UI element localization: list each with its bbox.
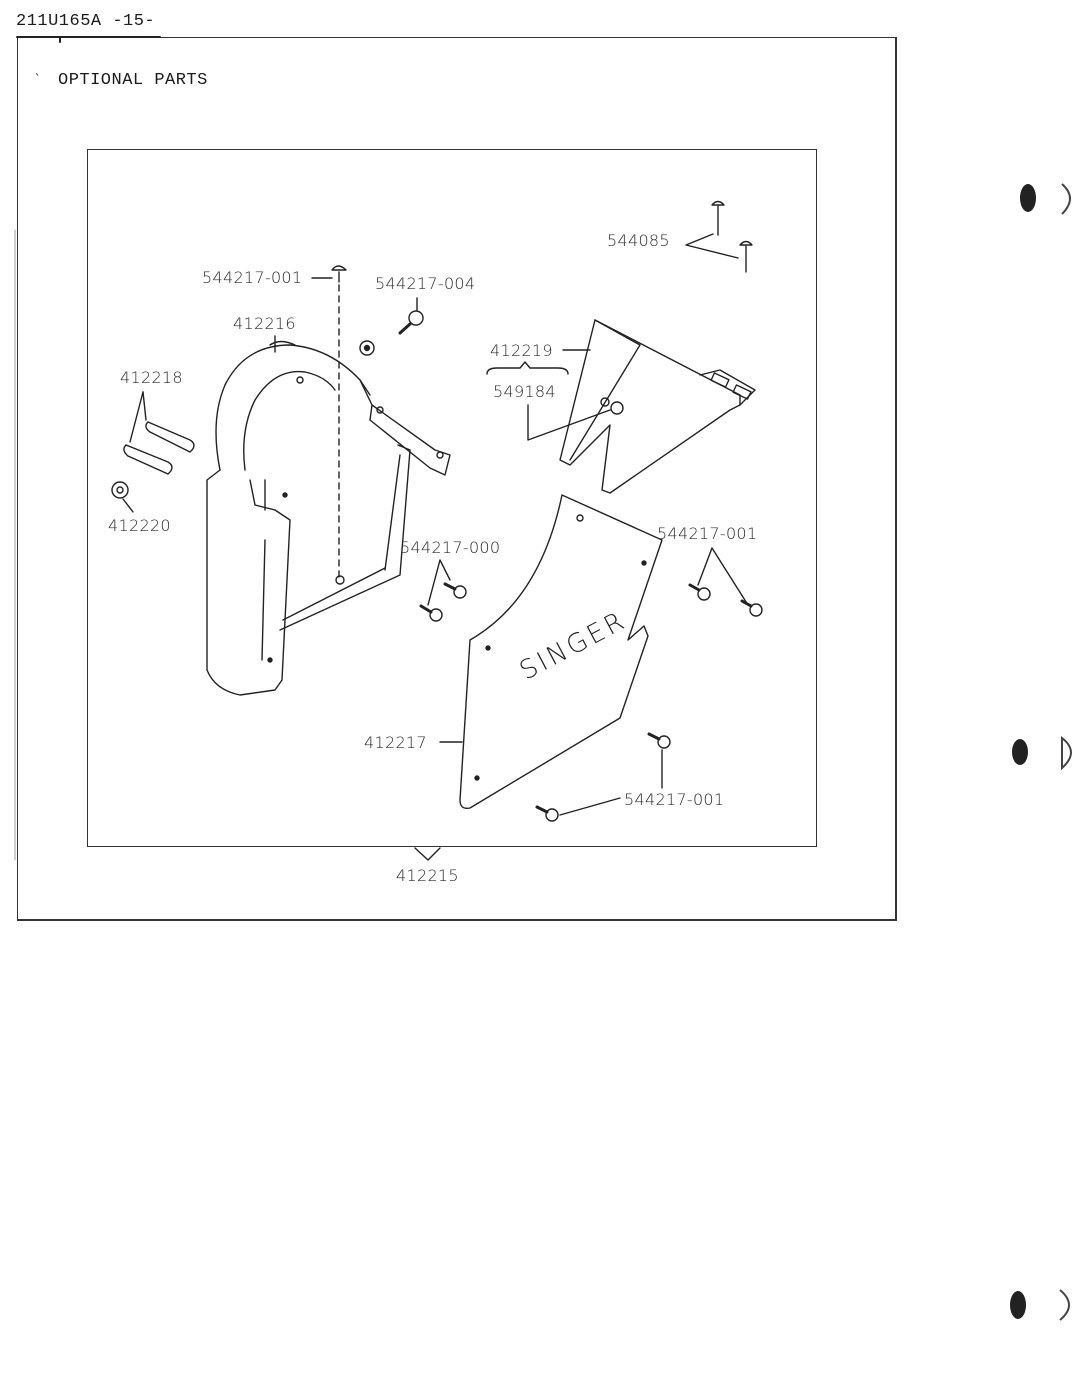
part-label-412217: 412217 (364, 733, 427, 752)
part-label-549184: 549184 (493, 382, 556, 401)
part-label-544085: 544085 (607, 231, 670, 250)
diagram-frame (87, 149, 817, 847)
section-title: OPTIONAL PARTS (58, 71, 208, 90)
part-label-412218: 412218 (120, 368, 183, 387)
part-label-544217-001-top: 544217-001 (202, 268, 303, 287)
page-frame (17, 37, 897, 921)
part-label-544217-004: 544217-004 (375, 274, 476, 293)
part-label-412215: 412215 (396, 866, 459, 885)
bullet-mark: ` (34, 72, 42, 86)
part-label-544217-001-right: 544217-001 (657, 524, 758, 543)
part-label-544217-000: 544217-000 (400, 538, 501, 557)
document-code: 211U165A -15- (16, 12, 156, 31)
part-label-412220: 412220 (108, 516, 171, 535)
part-label-544217-001-bottom: 544217-001 (624, 790, 725, 809)
part-label-412219: 412219 (490, 341, 553, 360)
part-label-412216: 412216 (233, 314, 296, 333)
